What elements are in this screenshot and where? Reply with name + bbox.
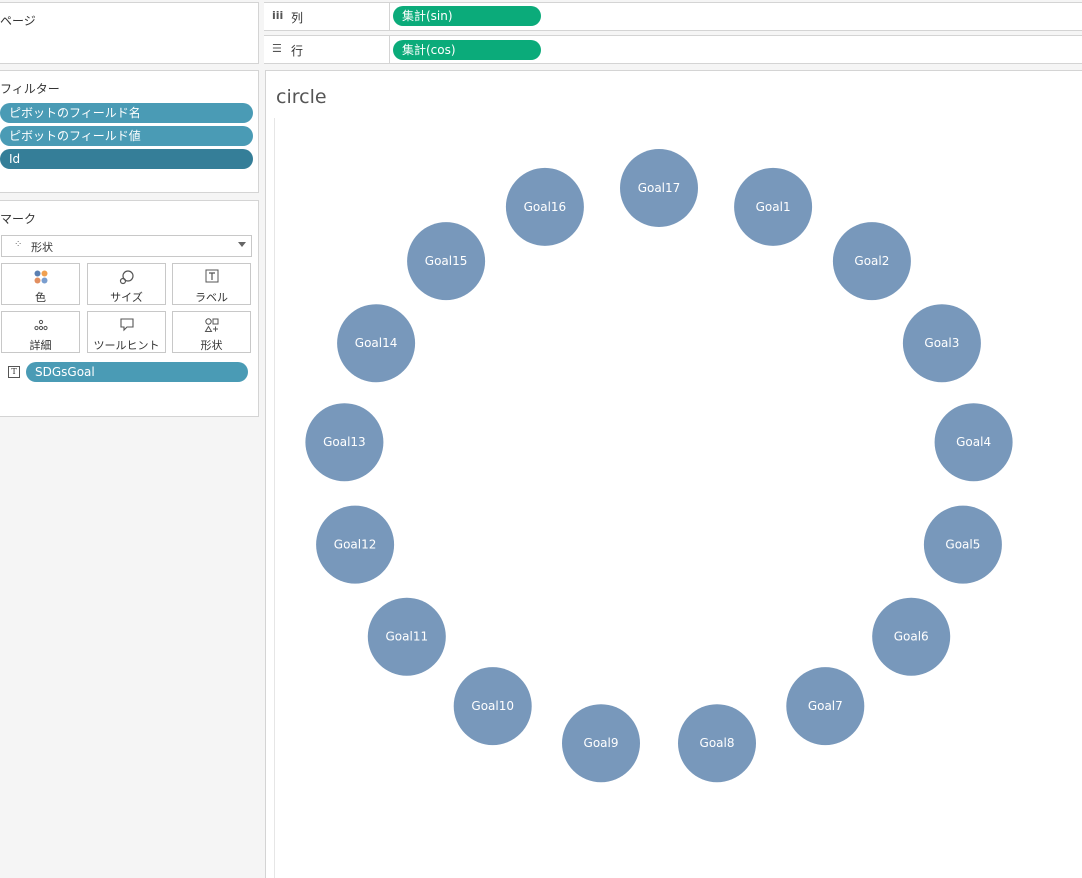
goal-circle[interactable] bbox=[934, 403, 1013, 482]
detail-icon bbox=[2, 317, 79, 333]
filters-panel: フィルター ピボットのフィールド名 ピボットのフィールド値 Id bbox=[0, 70, 259, 193]
size-button-label: サイズ bbox=[110, 291, 143, 304]
goal-label: Goal7 bbox=[808, 699, 843, 713]
goal-mark[interactable]: Goal14 bbox=[337, 304, 416, 383]
tooltip-button-label: ツールヒント bbox=[93, 339, 160, 352]
goal-mark[interactable]: Goal2 bbox=[832, 222, 911, 301]
goal-label: Goal12 bbox=[334, 538, 377, 552]
label-pill-sdgsgoal[interactable]: SDGsGoal bbox=[26, 362, 248, 382]
goal-mark[interactable]: Goal3 bbox=[902, 304, 981, 383]
filter-pill-pivot-field-name[interactable]: ピボットのフィールド名 bbox=[0, 103, 253, 123]
columns-shelf-label: 列 bbox=[291, 11, 304, 25]
goal-circle[interactable] bbox=[407, 222, 486, 301]
filter-pill-id[interactable]: Id bbox=[0, 149, 253, 169]
goal-mark[interactable]: Goal8 bbox=[678, 704, 756, 783]
pages-panel: ページ bbox=[0, 2, 259, 64]
goal-circle[interactable] bbox=[923, 505, 1002, 584]
goal-circle[interactable] bbox=[562, 704, 640, 783]
goal-circle[interactable] bbox=[678, 704, 756, 783]
rows-shelf-label: 行 bbox=[291, 44, 304, 58]
pages-panel-title: ページ bbox=[0, 14, 36, 28]
goal-label: Goal8 bbox=[700, 736, 735, 750]
goal-circle[interactable] bbox=[620, 149, 698, 227]
mark-type-dropdown[interactable]: ⁘ 形状 bbox=[1, 235, 252, 257]
goal-label: Goal3 bbox=[924, 336, 959, 350]
size-button[interactable]: サイズ bbox=[87, 263, 166, 305]
detail-button[interactable]: 詳細 bbox=[1, 311, 80, 353]
goal-mark[interactable]: Goal9 bbox=[562, 704, 640, 783]
color-icon bbox=[2, 269, 79, 285]
rows-icon: ☰ bbox=[272, 42, 282, 55]
goal-label: Goal15 bbox=[425, 254, 468, 268]
filters-panel-title: フィルター bbox=[0, 82, 60, 96]
chart-axis-line bbox=[274, 118, 275, 878]
tooltip-icon bbox=[88, 317, 165, 333]
goal-mark[interactable]: Goal16 bbox=[505, 167, 584, 246]
shape-icon: ⁘ bbox=[14, 239, 23, 250]
goal-label: Goal1 bbox=[756, 200, 791, 214]
rows-shelf-label-area: ☰ 行 bbox=[264, 36, 390, 63]
goal-mark[interactable]: Goal4 bbox=[934, 403, 1013, 482]
goal-mark[interactable]: Goal17 bbox=[620, 149, 698, 227]
shape-button-label: 形状 bbox=[200, 339, 223, 352]
goal-label: Goal2 bbox=[854, 254, 889, 268]
goal-label: Goal6 bbox=[894, 630, 929, 644]
goal-mark[interactable]: Goal10 bbox=[453, 667, 532, 746]
goal-label: Goal17 bbox=[638, 181, 681, 195]
filter-pill-pivot-field-value[interactable]: ピボットのフィールド値 bbox=[0, 126, 253, 146]
marks-panel: マーク bbox=[0, 200, 259, 417]
goal-circle[interactable] bbox=[872, 597, 951, 676]
goal-mark[interactable]: Goal5 bbox=[923, 505, 1002, 584]
shape-icon bbox=[173, 317, 250, 333]
goal-circle[interactable] bbox=[786, 667, 865, 746]
goal-mark[interactable]: Goal15 bbox=[407, 222, 486, 301]
rows-shelf: ☰ 行 集計(cos) bbox=[264, 35, 1082, 64]
goal-label: Goal11 bbox=[385, 630, 428, 644]
text-label-icon: T bbox=[8, 366, 20, 378]
goal-label: Goal16 bbox=[524, 200, 567, 214]
goal-label: Goal4 bbox=[956, 435, 991, 449]
color-button[interactable]: 色 bbox=[1, 263, 80, 305]
goal-mark[interactable]: Goal12 bbox=[316, 505, 395, 584]
goal-label: Goal10 bbox=[471, 699, 514, 713]
goal-circle[interactable] bbox=[337, 304, 416, 383]
chevron-down-icon bbox=[238, 242, 246, 247]
goal-circle[interactable] bbox=[453, 667, 532, 746]
viz-title: circle bbox=[276, 86, 327, 108]
columns-icon: iii bbox=[272, 9, 284, 22]
tooltip-button[interactable]: ツールヒント bbox=[87, 311, 166, 353]
rows-pill-sum-cos[interactable]: 集計(cos) bbox=[393, 40, 541, 60]
columns-pill-sum-sin[interactable]: 集計(sin) bbox=[393, 6, 541, 26]
goal-label: Goal5 bbox=[945, 538, 980, 552]
chart-svg: Goal1Goal2Goal3Goal4Goal5Goal6Goal7Goal8… bbox=[305, 149, 1013, 783]
goal-label: Goal14 bbox=[355, 336, 398, 350]
goal-circle[interactable] bbox=[316, 505, 395, 584]
goal-circle[interactable] bbox=[367, 597, 446, 676]
goal-mark[interactable]: Goal13 bbox=[305, 403, 384, 482]
goal-circle[interactable] bbox=[305, 403, 384, 482]
goal-circle[interactable] bbox=[734, 167, 813, 246]
label-button-label: ラベル bbox=[195, 291, 228, 304]
label-button[interactable]: ラベル bbox=[172, 263, 251, 305]
goal-mark[interactable]: Goal1 bbox=[734, 167, 813, 246]
goal-mark[interactable]: Goal11 bbox=[367, 597, 446, 676]
goal-circle[interactable] bbox=[832, 222, 911, 301]
goal-circle[interactable] bbox=[505, 167, 584, 246]
color-button-label: 色 bbox=[35, 291, 46, 304]
goal-circle[interactable] bbox=[902, 304, 981, 383]
size-icon bbox=[88, 269, 165, 285]
detail-button-label: 詳細 bbox=[29, 339, 52, 352]
text-label-icon bbox=[173, 269, 250, 285]
mark-type-value: 形状 bbox=[31, 241, 53, 254]
shape-button[interactable]: 形状 bbox=[172, 311, 251, 353]
columns-shelf-label-area: iii 列 bbox=[264, 3, 390, 30]
columns-shelf: iii 列 集計(sin) bbox=[264, 2, 1082, 31]
goal-mark[interactable]: Goal6 bbox=[872, 597, 951, 676]
goal-label: Goal13 bbox=[323, 435, 366, 449]
goal-label: Goal9 bbox=[584, 736, 619, 750]
goal-mark[interactable]: Goal7 bbox=[786, 667, 865, 746]
marks-panel-title: マーク bbox=[0, 212, 37, 226]
